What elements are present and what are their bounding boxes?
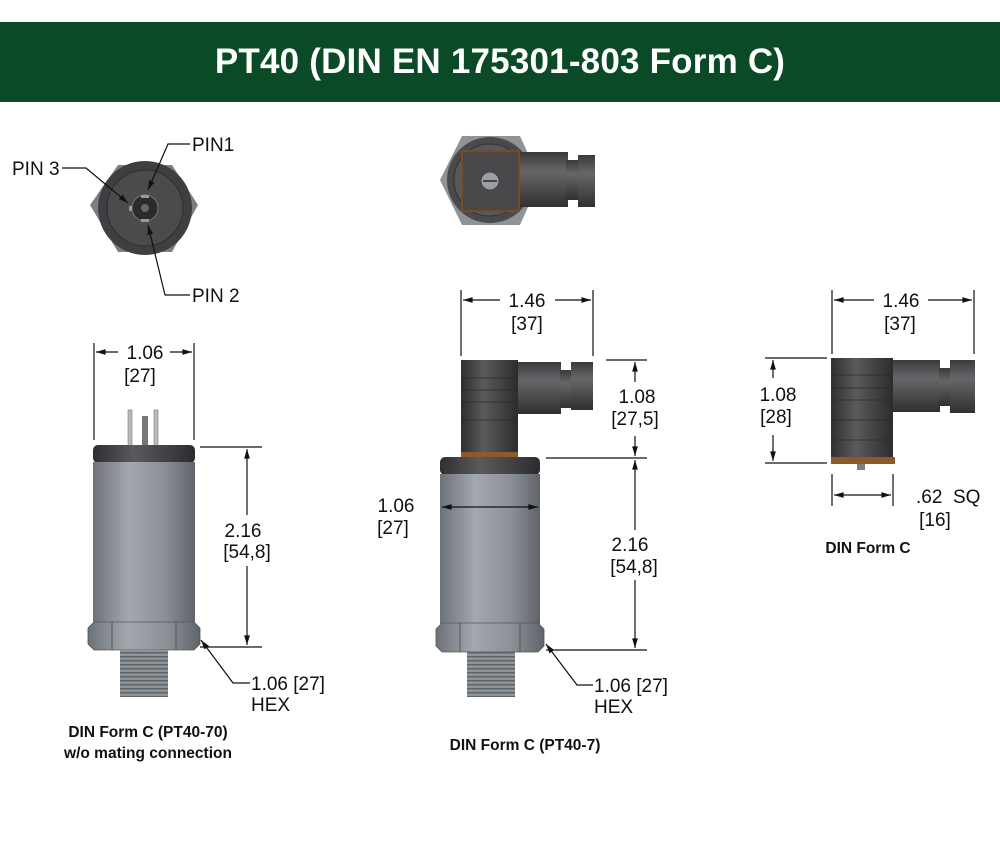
middle-height-in: 2.16 bbox=[612, 535, 649, 556]
left-width-dimension: 1.06 [27] bbox=[93, 343, 195, 440]
middle-caption: DIN Form C (PT40-7) bbox=[450, 737, 601, 754]
middle-height-mm: [54,8] bbox=[610, 557, 658, 578]
page-title: PT40 (DIN EN 175301-803 Form C) bbox=[214, 42, 786, 81]
middle-connector-height-dimension: 1.08 [27,5] bbox=[546, 359, 659, 459]
left-caption-line2: w/o mating connection bbox=[63, 745, 232, 762]
left-hex-label: HEX bbox=[251, 695, 290, 716]
middle-connector-width-in: 1.46 bbox=[509, 291, 546, 312]
left-width-in: 1.06 bbox=[127, 343, 164, 364]
middle-top-view bbox=[440, 136, 595, 225]
middle-connector-height-mm: [27,5] bbox=[611, 409, 659, 430]
right-square-in: .62 SQ bbox=[916, 487, 980, 508]
right-height-mm: [28] bbox=[760, 407, 792, 428]
right-width-dimension: 1.46 [37] bbox=[831, 290, 975, 354]
right-height-in: 1.08 bbox=[760, 385, 797, 406]
right-width-mm: [37] bbox=[884, 314, 916, 335]
middle-hex-size: 1.06 [27] bbox=[594, 676, 668, 697]
right-height-dimension: 1.08 [28] bbox=[760, 357, 827, 464]
right-connector bbox=[831, 358, 975, 470]
pin3-label: PIN 3 bbox=[12, 159, 60, 180]
left-caption-line1: DIN Form C (PT40-70) bbox=[68, 724, 227, 741]
right-caption: DIN Form C bbox=[825, 540, 910, 557]
left-hex-callout: 1.06 [27] HEX bbox=[200, 639, 325, 716]
left-hex-size: 1.06 [27] bbox=[251, 674, 325, 695]
left-height-mm: [54,8] bbox=[223, 542, 271, 563]
middle-hex-label: HEX bbox=[594, 697, 633, 718]
middle-connector-height-in: 1.08 bbox=[619, 387, 656, 408]
middle-connector-width-dimension: 1.46 [37] bbox=[460, 290, 594, 356]
middle-height-dimension: 2.16 [54,8] bbox=[546, 460, 658, 651]
left-height-dimension: 2.16 [54,8] bbox=[200, 446, 271, 648]
middle-hex-callout: 1.06 [27] HEX bbox=[545, 643, 668, 718]
middle-body-width-mm: [27] bbox=[377, 518, 409, 539]
middle-body-width-in: 1.06 bbox=[378, 496, 415, 517]
middle-sensor bbox=[435, 360, 593, 697]
middle-connector-width-mm: [37] bbox=[511, 314, 543, 335]
pin1-label: PIN1 bbox=[192, 135, 234, 156]
left-sensor bbox=[87, 409, 201, 697]
left-height-in: 2.16 bbox=[225, 521, 262, 542]
right-square-mm: [16] bbox=[919, 510, 951, 531]
left-width-mm: [27] bbox=[124, 366, 156, 387]
pin2-label: PIN 2 bbox=[192, 286, 240, 307]
right-square-dimension: .62 SQ [16] bbox=[831, 474, 980, 531]
right-width-in: 1.46 bbox=[883, 291, 920, 312]
pin-end-view: PIN1 PIN 3 PIN 2 bbox=[12, 135, 240, 307]
middle-body-width-dimension: 1.06 [27] bbox=[377, 496, 539, 539]
title-bar: PT40 (DIN EN 175301-803 Form C) bbox=[0, 22, 1000, 102]
